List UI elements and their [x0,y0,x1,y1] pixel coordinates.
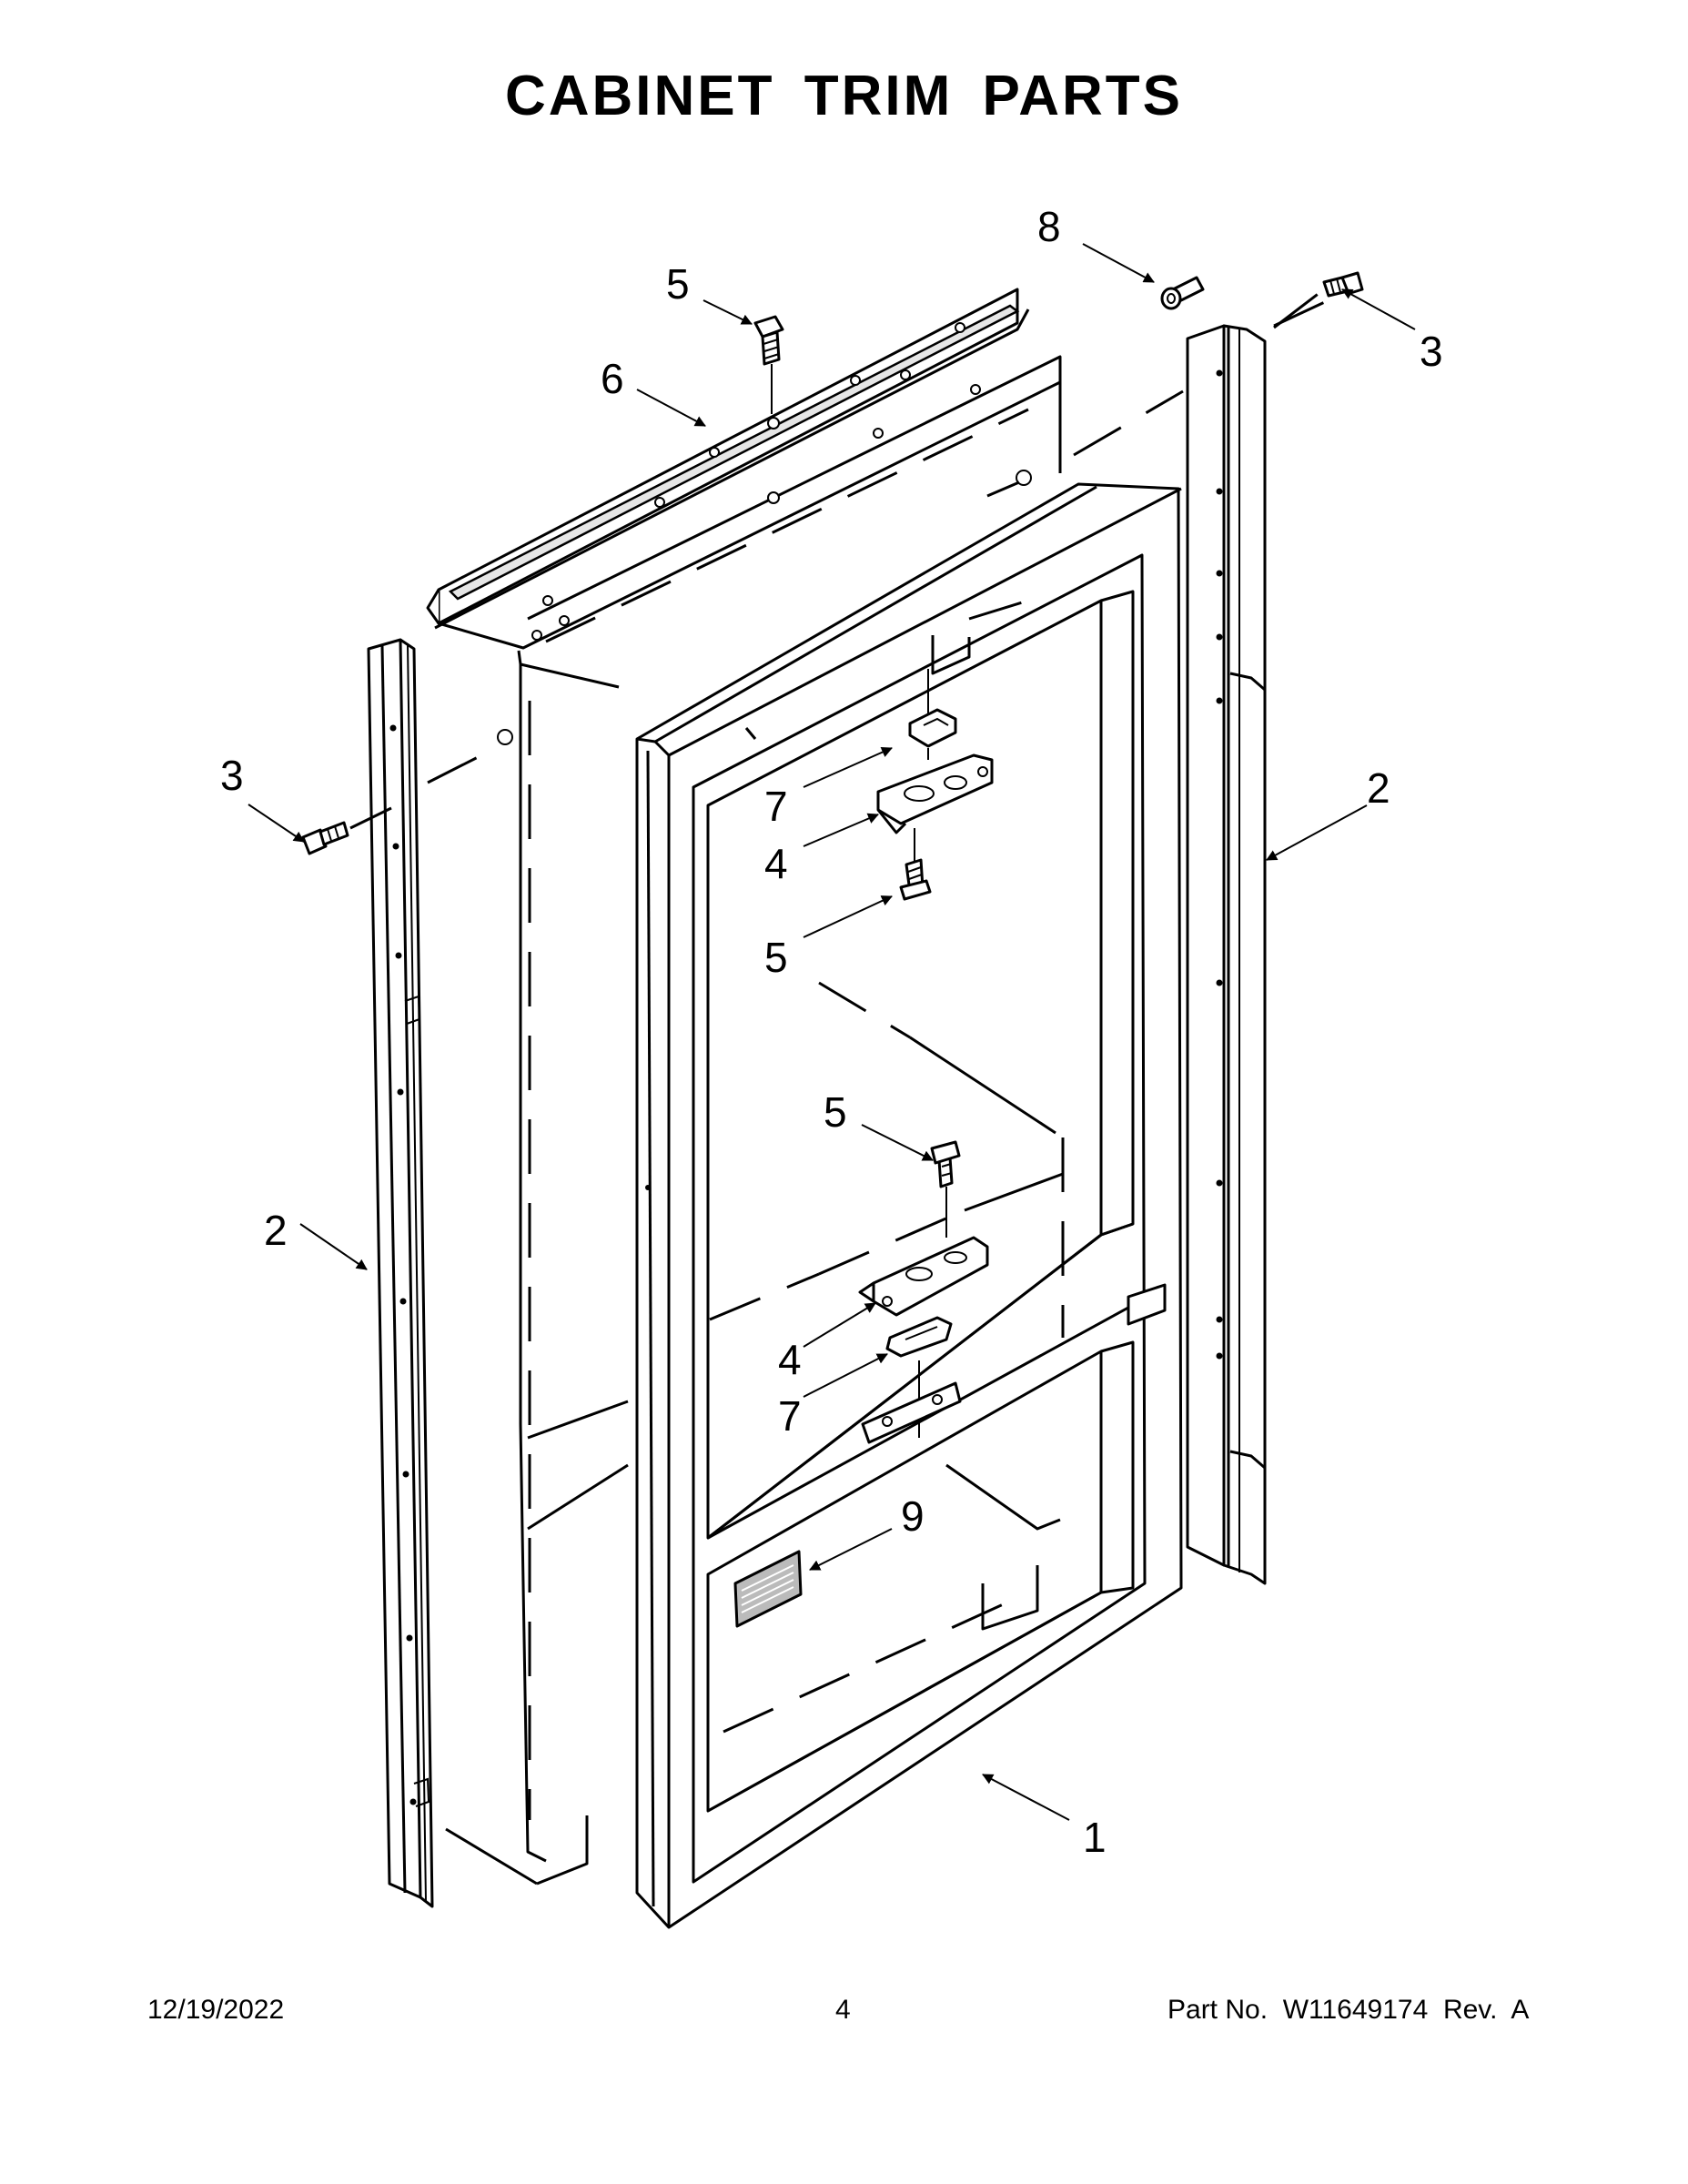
rating-label [733,1550,803,1628]
upper-bracket-assembly [876,669,994,901]
page-title: CABINET TRIM PARTS [504,65,1184,127]
callout-6: 6 [601,355,624,402]
footer-part-number: Part No. W11649174 Rev. A [1167,1995,1530,2025]
top-screw [753,315,784,414]
callout-7-upper: 7 [764,783,788,830]
spacer-bushing [1160,276,1205,310]
callout-5-top: 5 [666,260,690,308]
callout-3-left: 3 [220,752,244,799]
callout-3-right: 3 [1420,328,1443,375]
callout-7-lower: 7 [778,1392,802,1440]
right-side-trim [1186,324,1267,1585]
top-trim [426,288,1062,665]
callout-2-left: 2 [264,1207,288,1254]
callout-2-right: 2 [1367,764,1390,812]
callout-4-upper: 4 [764,840,788,887]
door-trim-frame [635,482,1183,1929]
left-side-trim [367,638,434,1908]
callout-4-lower: 4 [778,1336,802,1383]
callout-numbers: 8 5 6 3 3 2 7 4 5 2 5 4 7 9 1 [220,203,1443,1861]
callout-1: 1 [1083,1814,1107,1861]
callout-5-upper: 5 [764,934,788,981]
leader-lines [248,243,1416,1821]
left-screw [301,806,392,855]
callout-5-lower: 5 [824,1088,847,1136]
callout-9: 9 [901,1492,925,1540]
lower-bracket-assembly [858,1140,989,1444]
callout-8: 8 [1037,203,1061,250]
footer-date: 12/19/2022 [147,1995,285,2025]
footer-page-number: 4 [835,1995,851,2025]
